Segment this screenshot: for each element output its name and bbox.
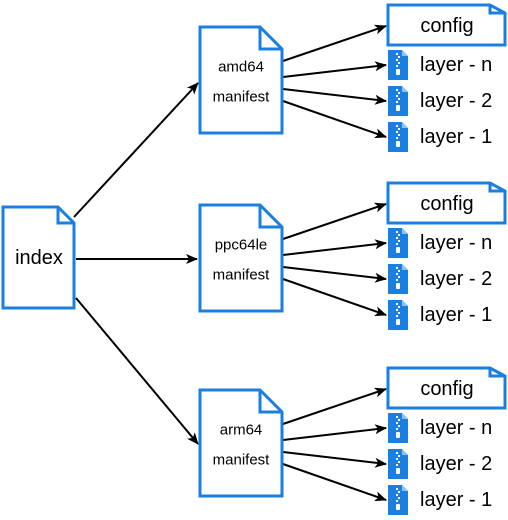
layer-label: layer - 2 — [420, 90, 492, 112]
zip-file-icon — [388, 50, 408, 80]
layer-label: layer - n — [420, 54, 492, 76]
zip-file-icon — [388, 122, 408, 152]
zip-file-icon — [388, 300, 408, 330]
manifest-group-2: arm64 manifest config layer - n layer - 2 lay… — [198, 366, 507, 515]
manifest-to-layer-arrow — [282, 266, 387, 283]
index-to-manifest-arrow-0 — [73, 82, 199, 218]
layer-label: layer - 2 — [420, 268, 492, 290]
index-label: index — [15, 247, 63, 269]
manifest-to-config-arrow — [282, 24, 387, 62]
layer-label: layer - 1 — [420, 304, 492, 326]
layer-label: layer - 1 — [420, 489, 492, 511]
zip-file-icon — [388, 485, 408, 515]
manifest-to-config-arrow — [282, 387, 387, 425]
manifest-document-icon: amd64 manifest — [198, 25, 284, 135]
zip-file-icon — [388, 264, 408, 294]
manifest-arch-label: arm64 — [220, 422, 263, 439]
layer-label: layer - n — [420, 232, 492, 254]
manifest-to-layer-arrow — [282, 424, 387, 441]
manifest-to-config-arrow — [282, 202, 387, 240]
manifest-document-icon: ppc64le manifest — [198, 203, 284, 313]
manifest-to-layer-arrow — [282, 88, 387, 105]
manifest-to-layer-arrow — [282, 451, 387, 468]
manifest-document-icon: arm64 manifest — [198, 388, 284, 498]
manifest-name-label: manifest — [213, 267, 271, 284]
manifest-arch-label: ppc64le — [215, 237, 268, 254]
manifest-name-label: manifest — [213, 452, 271, 469]
zip-file-icon — [388, 86, 408, 116]
index-document-icon: index — [1, 205, 76, 310]
config-label: config — [420, 378, 473, 400]
manifest-arch-label: amd64 — [218, 59, 264, 76]
layer-label: layer - n — [420, 417, 492, 439]
manifest-group-0: amd64 manifest config layer - n layer - 2 lay… — [198, 3, 507, 152]
manifest-group-1: ppc64le manifest config layer - n layer - 2 l… — [198, 181, 507, 330]
layer-label: layer - 2 — [420, 453, 492, 475]
zip-file-icon — [388, 228, 408, 258]
manifest-to-layer-arrow — [282, 61, 387, 78]
edges — [73, 24, 387, 502]
config-document-icon: config — [386, 3, 507, 47]
zip-file-icon — [388, 413, 408, 443]
config-document-icon: config — [386, 366, 507, 410]
manifest-to-layer-arrow — [282, 463, 387, 502]
zip-file-icon — [388, 449, 408, 479]
config-label: config — [420, 15, 473, 37]
nodes: index amd64 manifest config layer - n layer -… — [1, 3, 507, 515]
index-to-manifest-arrow-2 — [75, 297, 199, 445]
config-label: config — [420, 193, 473, 215]
manifest-name-label: manifest — [213, 89, 271, 106]
manifest-to-layer-arrow — [282, 278, 387, 317]
manifest-to-layer-arrow — [282, 239, 387, 256]
config-document-icon: config — [386, 181, 507, 225]
manifest-to-layer-arrow — [282, 100, 387, 139]
layer-label: layer - 1 — [420, 126, 492, 148]
